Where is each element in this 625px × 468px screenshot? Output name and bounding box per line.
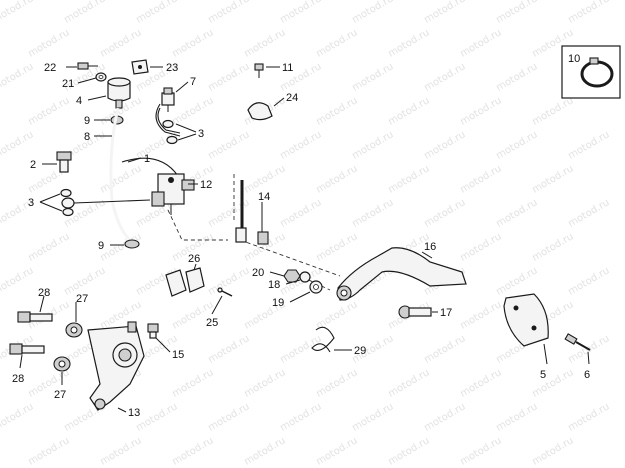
leader-3-upper-a <box>175 123 197 133</box>
leader-4 <box>87 95 107 101</box>
inset-box: 10 <box>561 45 621 99</box>
screw-22[interactable] <box>77 62 98 70</box>
hose-clip-9-lower[interactable] <box>124 239 140 249</box>
hose-clamp-10[interactable] <box>580 57 614 88</box>
callout-2: 2 <box>30 159 36 171</box>
leader-24 <box>273 97 285 107</box>
callout-labels: 22 21 23 4 7 9 8 3 1 2 12 3 9 11 24 14 2… <box>12 62 590 419</box>
pad-retainer-26[interactable] <box>165 267 205 297</box>
callout-24: 24 <box>286 92 298 104</box>
callout-13: 13 <box>128 407 140 419</box>
washer-21[interactable] <box>95 72 107 82</box>
callout-12: 12 <box>200 179 212 191</box>
caliper-bolt-28-lower[interactable] <box>9 343 45 355</box>
callout-18: 18 <box>268 279 280 291</box>
fluid-reservoir-4[interactable] <box>107 77 131 109</box>
bleed-screw-15[interactable] <box>147 323 159 339</box>
rear-master-cylinder-12[interactable] <box>151 173 195 215</box>
callout-28-upper: 28 <box>38 287 50 299</box>
callout-16: 16 <box>424 241 436 253</box>
callout-15: 15 <box>172 349 184 361</box>
return-spring-29[interactable] <box>311 326 335 353</box>
callout-26: 26 <box>188 253 200 265</box>
brake-line-upper <box>155 103 181 137</box>
screw-6[interactable] <box>564 333 591 351</box>
callout-17: 17 <box>440 307 452 319</box>
leader-3-lower-a <box>39 193 61 203</box>
banjo-bolt-2[interactable] <box>56 151 72 173</box>
clamp-24[interactable] <box>247 102 273 121</box>
callout-29: 29 <box>354 345 366 357</box>
leader-18 <box>285 279 301 285</box>
leader-13 <box>117 407 127 413</box>
washers-3-lower[interactable] <box>60 188 74 217</box>
callout-9-lower: 9 <box>98 240 104 252</box>
callout-8: 8 <box>84 131 90 143</box>
brake-line-1[interactable] <box>121 157 179 177</box>
callout-19: 19 <box>272 297 284 309</box>
screw-11[interactable] <box>254 63 264 78</box>
washer-19[interactable] <box>309 280 323 294</box>
leader-26 <box>193 263 197 271</box>
caliper-bolt-28-upper[interactable] <box>17 311 53 323</box>
leader-25 <box>211 295 223 315</box>
brake-caliper-13[interactable] <box>87 321 145 411</box>
washer-18[interactable] <box>299 271 311 283</box>
leader-20 <box>269 271 285 277</box>
callout-20: 20 <box>252 267 264 279</box>
leader-19 <box>289 291 311 303</box>
assembly-line-a <box>167 209 228 241</box>
callout-27-upper: 27 <box>76 293 88 305</box>
pin-25[interactable] <box>217 287 233 297</box>
washers-3-upper[interactable] <box>162 119 178 145</box>
leader-7 <box>175 81 189 93</box>
leader-6 <box>587 351 590 365</box>
leader-3-upper-b <box>177 133 197 141</box>
callout-23: 23 <box>166 62 178 74</box>
leader-15 <box>155 337 171 353</box>
leader-28-lower <box>19 354 23 369</box>
leader-16 <box>421 251 433 259</box>
leader-21 <box>77 77 97 84</box>
callout-7: 7 <box>190 76 196 88</box>
leader-3-lower-b <box>39 201 63 212</box>
callout-25: 25 <box>206 317 218 329</box>
callout-14: 14 <box>258 191 270 203</box>
brake-switch-7[interactable] <box>161 87 175 112</box>
callout-3-upper: 3 <box>198 128 204 140</box>
rubber-boot-27-lower[interactable] <box>53 356 71 372</box>
rubber-boot-27-upper[interactable] <box>65 322 83 338</box>
leader-5 <box>543 343 548 365</box>
callout-4: 4 <box>76 95 82 107</box>
callout-1: 1 <box>144 153 150 165</box>
callout-11: 11 <box>282 62 293 74</box>
callout-6: 6 <box>584 369 590 381</box>
callout-21: 21 <box>62 78 74 90</box>
inset-box-label: 10 <box>568 53 580 65</box>
pivot-bolt-17[interactable] <box>398 305 432 319</box>
leader-1 <box>127 157 142 163</box>
callout-5: 5 <box>540 369 546 381</box>
brake-pedal-16[interactable] <box>336 247 467 301</box>
leader-28-upper <box>39 295 45 313</box>
callout-9-upper: 9 <box>84 115 90 127</box>
protective-cover-5[interactable] <box>503 293 549 347</box>
callout-28-lower: 28 <box>12 373 24 385</box>
callout-3-lower: 3 <box>28 197 34 209</box>
callout-22: 22 <box>44 62 56 74</box>
reservoir-cap-23[interactable] <box>131 59 149 75</box>
banjo-fitting[interactable] <box>61 197 151 209</box>
push-rod-14[interactable] <box>235 180 269 245</box>
callout-27-lower: 27 <box>54 389 66 401</box>
